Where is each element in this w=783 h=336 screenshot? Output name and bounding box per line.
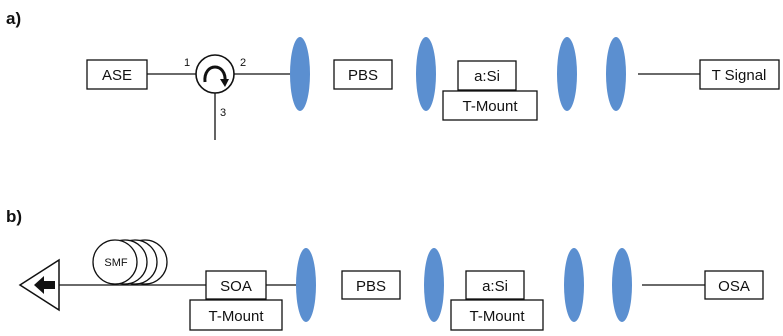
panel-a: a) ASE 1 2 3 PBS a:Si T-Mount [6,9,780,140]
sample-label-a: a:Si [474,68,500,85]
tsignal-label: T Signal [712,67,767,84]
pbs-box-b [341,270,401,300]
mount-label-a: T-Mount [462,98,518,115]
pbs-label-b: PBS [356,278,386,295]
lens-a1 [290,37,310,111]
mount-box-b [450,299,544,331]
circulator-port-2: 2 [240,57,246,69]
panel-a-label: a) [6,9,21,28]
circulator-icon [195,54,235,94]
fiber-coil-icon [92,239,168,285]
tsignal-box [699,59,780,90]
arrow-terminator-icon [18,258,60,312]
osa-label: OSA [718,278,750,295]
ase-box [86,59,148,90]
lens-b4 [612,248,632,322]
lens-b3 [564,248,584,322]
soa-mount-box [189,299,283,331]
soa-mount-label: T-Mount [208,308,264,325]
osa-box [704,270,764,300]
mount-box-a [442,90,538,121]
panel-b: b) SMF SOA T-Mount PBS a:Si [6,207,764,331]
ase-label: ASE [102,67,132,84]
lens-a2 [416,37,436,111]
soa-label: SOA [220,278,252,295]
pbs-box-a [333,59,393,90]
circulator-port-1: 1 [184,57,190,69]
soa-box [205,270,267,300]
pbs-label-a: PBS [348,67,378,84]
panel-b-label: b) [6,207,22,226]
lens-a3 [557,37,577,111]
sample-label-b: a:Si [482,278,508,295]
circulator-port-3: 3 [220,107,226,119]
sample-box-b [465,270,525,300]
smf-label: SMF [104,257,128,269]
mount-label-b: T-Mount [469,308,525,325]
sample-box-a [457,60,517,91]
lens-b2 [424,248,444,322]
lens-b1 [296,248,316,322]
lens-a4 [606,37,626,111]
